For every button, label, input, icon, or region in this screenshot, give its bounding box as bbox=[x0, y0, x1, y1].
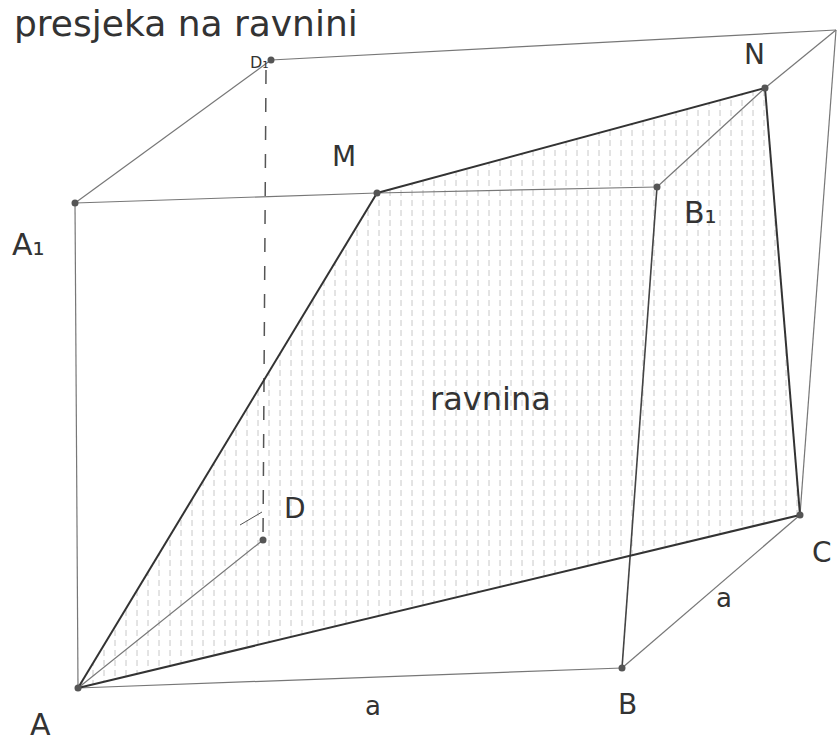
vertex-label: B bbox=[618, 690, 637, 721]
dimension-label: a bbox=[716, 584, 732, 613]
hidden-edge bbox=[263, 70, 266, 540]
vertex-label: N bbox=[744, 40, 765, 71]
vertex-label: B₁ bbox=[684, 196, 717, 229]
dimension-label: a bbox=[365, 692, 381, 721]
vertex-label: D₁ bbox=[250, 54, 269, 72]
vertex-label: M bbox=[332, 142, 356, 173]
heading-note: presjeka na ravnini bbox=[14, 4, 358, 44]
vertex-label: D bbox=[284, 494, 306, 525]
vertex-label: A₁ bbox=[12, 228, 45, 261]
vertex-dots bbox=[72, 57, 804, 692]
plane-label: ravnina bbox=[430, 382, 551, 417]
leader-line bbox=[240, 512, 262, 525]
vertex-label: A bbox=[30, 708, 51, 741]
section-hatching bbox=[78, 88, 800, 688]
vertex-label: C bbox=[812, 538, 832, 569]
section-outline bbox=[78, 88, 800, 688]
cube-edges bbox=[75, 30, 836, 688]
